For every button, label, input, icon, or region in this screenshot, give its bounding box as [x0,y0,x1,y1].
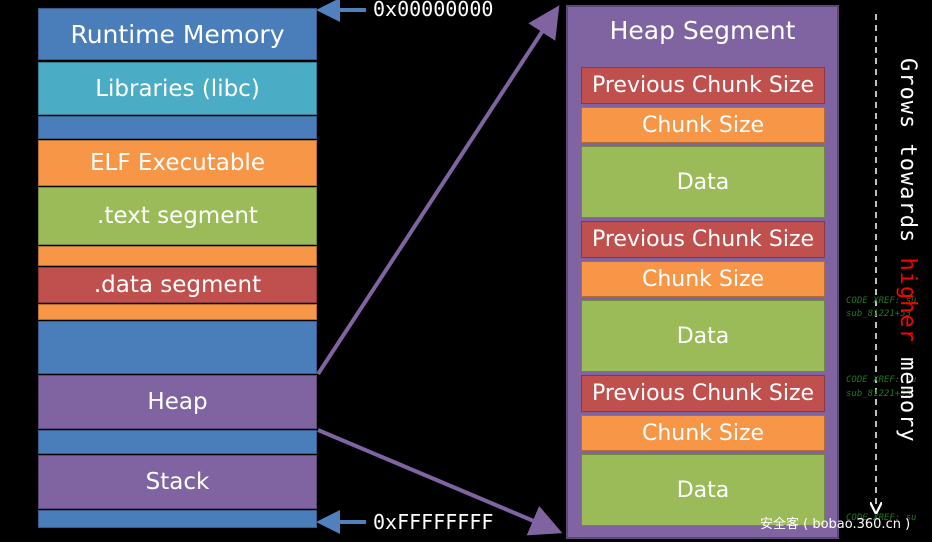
chunk-size-field: Chunk Size [581,261,825,297]
heap-block: Heap [38,375,317,429]
gap-block [38,116,317,139]
previous-chunk-size-field: Previous Chunk Size [581,221,825,258]
stack-block: Stack [38,455,317,509]
runtime-memory-title: Runtime Memory [38,8,317,60]
growth-highlight-word: higher [895,257,920,343]
chunk-data-field: Data [581,300,825,372]
gap-block [38,321,317,374]
growth-direction-label: Grows towards higher memory [895,58,920,443]
previous-chunk-size-field: Previous Chunk Size [581,67,825,104]
elf-padding-block [38,246,317,266]
elf-executable-block: ELF Executable [38,140,317,186]
chunk-data-field: Data [581,146,825,218]
gap-block [38,510,317,528]
background-code-line: CODE XREF: su [846,513,917,523]
elf-padding-block [38,304,317,320]
chunk-size-field: Chunk Size [581,107,825,143]
heap-segment-title: Heap Segment [609,15,796,45]
chunk-size-field: Chunk Size [581,415,825,451]
growth-suffix: memory [895,342,920,443]
heap-to-segment-top-arrow [316,5,560,376]
gap-block [38,430,317,454]
data-segment-block: .data segment [38,267,317,303]
libraries-block: Libraries (libc) [38,62,317,115]
low-address-label: 0x00000000 [373,0,494,21]
text-segment-block: .text segment [38,187,317,245]
background-code-line: CODE XREF: su [846,296,917,306]
background-code-line: CODE XREF: su [846,375,917,385]
watermark: 安全客 ( bobao.360.cn ) [760,517,911,532]
high-address-label: 0xFFFFFFFF [373,510,494,534]
previous-chunk-size-field: Previous Chunk Size [581,375,825,412]
background-code-line: sub_81221+53 [846,389,912,399]
heap-to-segment-bottom-arrow [317,428,563,536]
background-code-line: sub_81221+53 [846,309,912,319]
growth-prefix: Grows towards [895,58,920,258]
chunk-data-field: Data [581,454,825,526]
